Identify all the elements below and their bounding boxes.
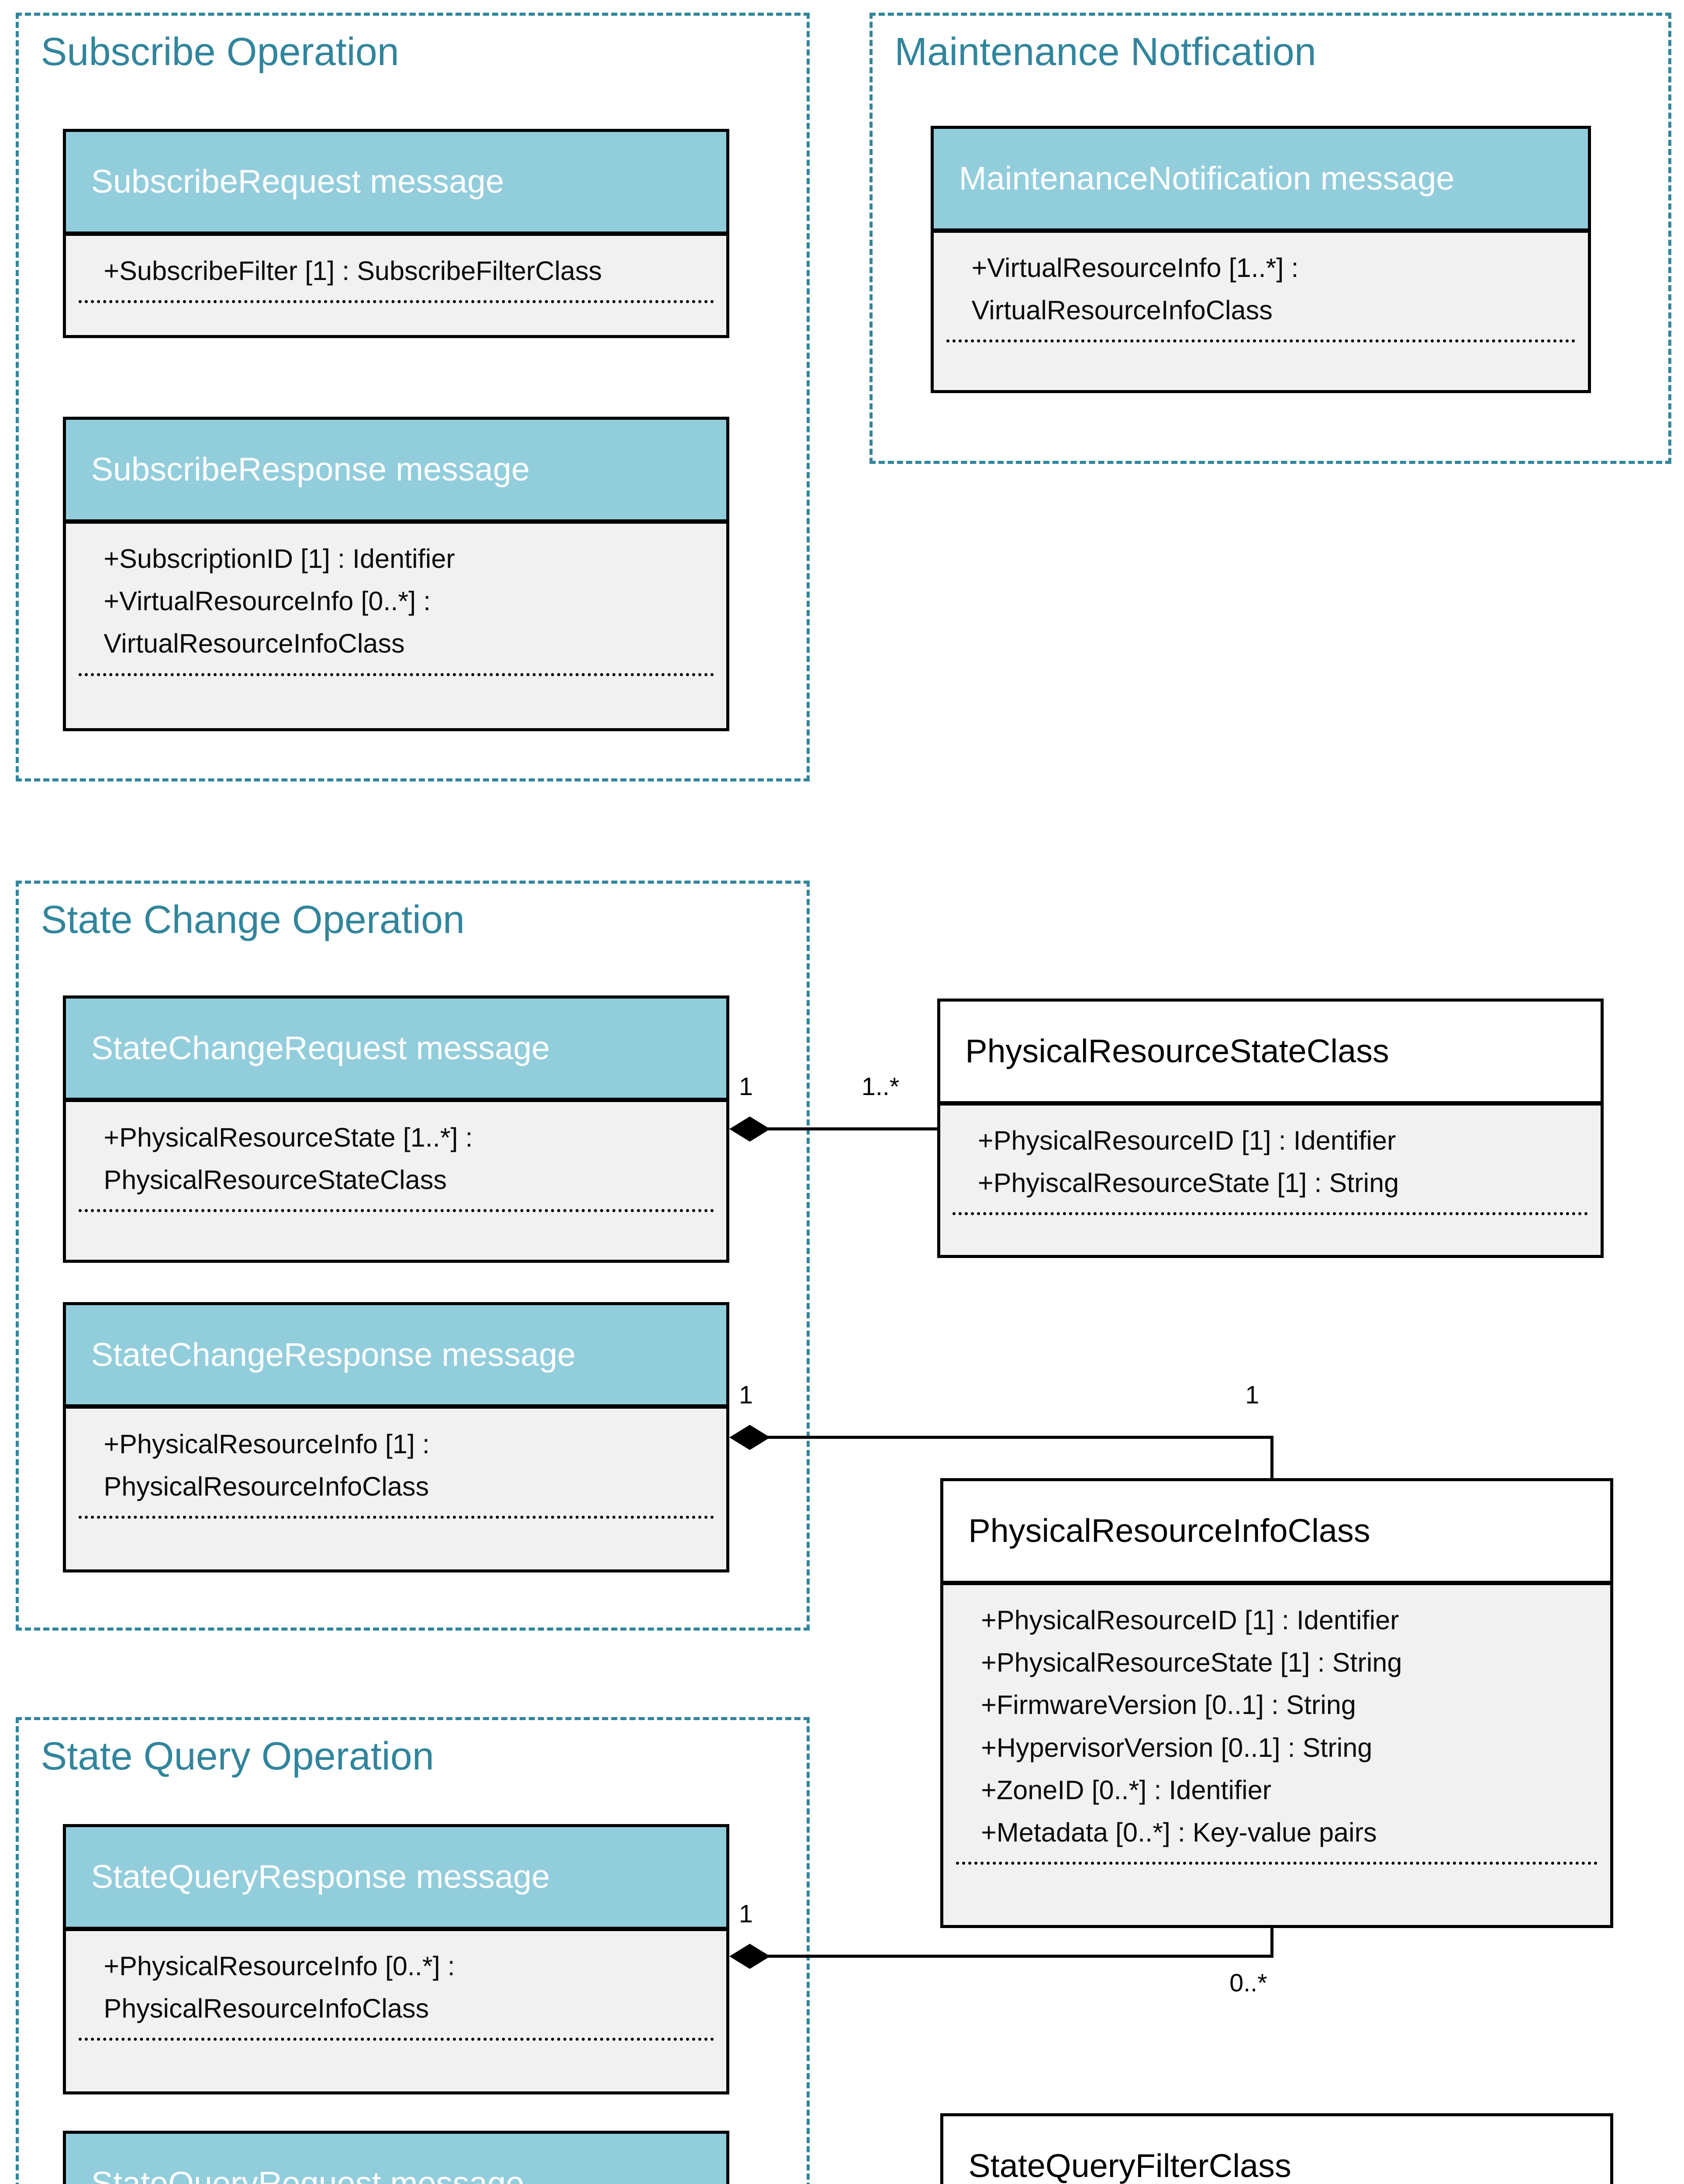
class-header: StateQueryResponse message	[66, 1827, 727, 1931]
connector-line-statequeryresponse-infoclass	[767, 1954, 1273, 1958]
multiplicity-label: 1..*	[861, 1073, 900, 1101]
attributes-separator	[952, 1212, 1588, 1216]
attributes-separator	[78, 1209, 714, 1212]
class-header: StateChangeRequest message	[66, 998, 727, 1102]
attributes-separator	[946, 339, 1576, 343]
attribute-line: +PhysicalResourceID [1] : Identifier	[977, 1125, 1396, 1155]
attributes-separator	[78, 1516, 714, 1519]
attribute-line: +Metadata [0..*] : Key-value pairs	[981, 1818, 1377, 1847]
connector-line-statequeryresponse-infoclass	[1270, 1928, 1273, 1958]
attribute-line: +PhysicalResourceInfo [1] :	[104, 1429, 430, 1459]
attributes-separator	[956, 1862, 1598, 1865]
attributes-compartment: +PhysicalResourceState [1..*] : Physical…	[66, 1102, 727, 1260]
attribute-line: VirtualResourceInfoClass	[104, 629, 405, 659]
class-header: StateChangeResponse message	[66, 1305, 727, 1409]
attribute-line: +PhysicalResourceState [1..*] :	[104, 1122, 473, 1152]
attributes-separator	[78, 673, 714, 676]
class-header: PhysicalResourceInfoClass	[943, 1481, 1610, 1585]
attribute-line: VirtualResourceInfoClass	[971, 295, 1273, 325]
class-box-physical-resource-state-class: PhysicalResourceStateClass +PhysicalReso…	[937, 999, 1604, 1258]
multiplicity-label: 1	[739, 1073, 753, 1101]
attribute-line: +PhysicalResourceInfo [0..*] :	[104, 1951, 455, 1981]
attribute-line: +PhysicalResourceState [1] : String	[981, 1648, 1402, 1678]
group-subscribe-operation: Subscribe Operation	[16, 12, 810, 782]
class-header: PhysicalResourceStateClass	[940, 1002, 1601, 1106]
attributes-compartment: +VirtualResourceInfo [1..*] : VirtualRes…	[934, 232, 1588, 390]
attribute-line: PhysicalResourceInfoClass	[104, 1994, 429, 2024]
group-maintenance-notification: Maintenance Notfication	[869, 12, 1671, 464]
class-box-maintenance-notification: MaintenanceNotification message +Virtual…	[931, 126, 1591, 393]
multiplicity-label: 0..*	[1229, 1969, 1267, 1997]
class-header: StateQueryRequest message	[66, 2134, 727, 2184]
multiplicity-label: 1	[739, 1381, 753, 1409]
class-box-state-query-request: StateQueryRequest message StateQueryFilt…	[63, 2131, 730, 2184]
connector-line-statechangeresponse-infoclass	[1270, 1435, 1273, 1482]
class-box-state-query-response: StateQueryResponse message +PhysicalReso…	[63, 1824, 730, 2095]
group-title: State Change Operation	[41, 898, 465, 942]
composition-diamond-icon	[729, 1943, 770, 1969]
class-box-subscribe-request: SubscribeRequest message +SubscribeFilte…	[63, 129, 730, 338]
attribute-line: +SubscribeFilter [1] : SubscribeFilterCl…	[104, 256, 602, 286]
class-header: SubscribeResponse message	[66, 420, 727, 524]
attribute-line: +ZoneID [0..*] : Identifier	[981, 1775, 1272, 1805]
attribute-line: PhysicalResourceInfoClass	[104, 1471, 429, 1501]
attribute-line: +FirmwareVersion [0..1] : String	[981, 1690, 1356, 1720]
attributes-compartment: +PhysicalResourceID [1] : Identifier +Ph…	[940, 1105, 1601, 1255]
class-header: SubscribeRequest message	[66, 132, 727, 236]
group-state-change-operation: State Change Operation	[16, 881, 810, 1631]
class-box-state-change-response: StateChangeResponse message +PhysicalRes…	[63, 1302, 730, 1572]
attribute-line: +PhysicalResourceID [1] : Identifier	[981, 1605, 1399, 1635]
multiplicity-label: 1	[739, 1900, 753, 1928]
attribute-line: +PhyiscalResourceState [1] : String	[977, 1168, 1399, 1198]
class-box-physical-resource-info-class: PhysicalResourceInfoClass +PhysicalResou…	[940, 1478, 1613, 1928]
group-title: Maintenance Notfication	[894, 30, 1316, 74]
attributes-compartment: +PhysicalResourceInfo [0..*] : PhysicalR…	[66, 1931, 727, 2092]
attributes-compartment: +SubscribeFilter [1] : SubscribeFilterCl…	[66, 235, 727, 335]
attributes-separator	[78, 2038, 714, 2041]
class-box-state-change-request: StateChangeRequest message +PhysicalReso…	[63, 995, 730, 1263]
attribute-line: +SubscriptionID [1] : Identifier	[104, 543, 455, 574]
group-title: Subscribe Operation	[41, 30, 399, 74]
attribute-line: PhysicalResourceStateClass	[104, 1165, 447, 1195]
group-state-query-operation: State Query Operation	[16, 1717, 810, 2184]
attribute-line: +VirtualResourceInfo [0..*] :	[104, 586, 431, 616]
class-header: MaintenanceNotification message	[934, 129, 1588, 233]
group-title: State Query Operation	[41, 1734, 434, 1778]
attributes-compartment: +PhysicalResourceInfo [1] : PhysicalReso…	[66, 1409, 727, 1569]
class-box-subscribe-response: SubscribeResponse message +SubscriptionI…	[63, 417, 730, 731]
attribute-line: +VirtualResourceInfo [1..*] :	[971, 252, 1299, 283]
connector-line-statechangerequest-stateclass	[767, 1127, 940, 1131]
class-header: StateQueryFilterClass	[943, 2116, 1610, 2184]
attributes-separator	[78, 300, 714, 304]
composition-diamond-icon	[729, 1424, 770, 1450]
attributes-compartment: +PhysicalResourceID [1] : Identifier +Ph…	[943, 1585, 1610, 1925]
composition-diamond-icon	[729, 1116, 770, 1142]
multiplicity-label: 1	[1245, 1381, 1260, 1409]
attributes-compartment: +SubscriptionID [1] : Identifier +Virtua…	[66, 523, 727, 728]
class-box-state-query-filter-class: StateQueryFilterClass +PhysicalResourceI…	[940, 2113, 1613, 2184]
attribute-line: +HypervisorVersion [0..1] : String	[981, 1732, 1373, 1762]
connector-line-statechangeresponse-infoclass	[767, 1435, 1273, 1439]
